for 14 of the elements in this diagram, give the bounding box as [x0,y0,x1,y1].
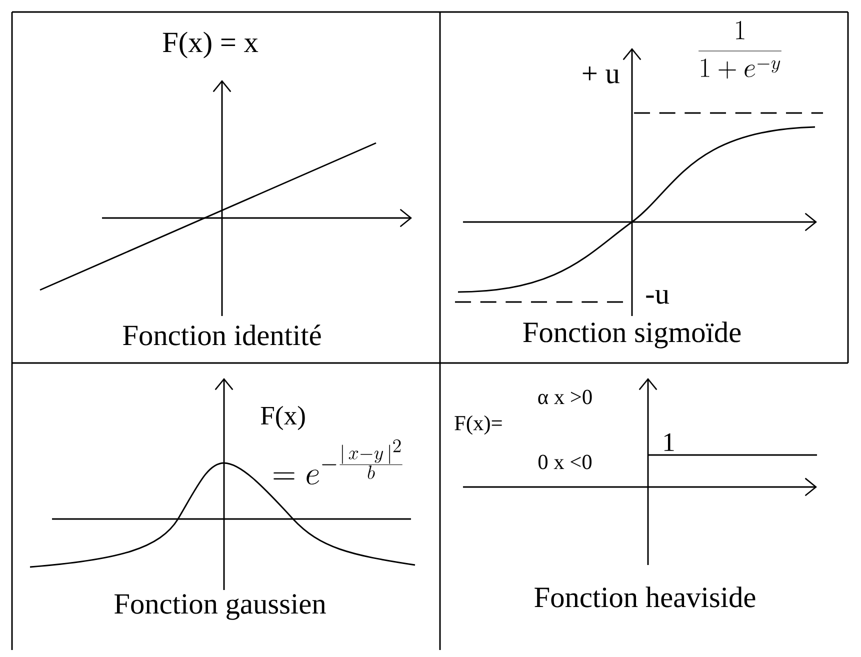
caption: Fonction sigmoïde [523,322,741,348]
formula: 0 x <0 [538,454,592,470]
axis-label: -u [646,290,670,304]
formula: F(x) = x [162,32,258,58]
formula: F(x) [260,406,305,430]
caption: Fonction gaussien [114,594,326,620]
formula: $\frac{1}{1+e^{-y}}$ [698,20,782,79]
formula: $= e^{-\frac{|\,x-y\,|^{2}}{b}}$ [274,439,402,485]
caption: Fonction identité [123,324,321,346]
formula: α x >0 [538,390,592,404]
caption: Fonction heaviside [534,586,756,608]
formula: F(x)= [454,415,502,435]
axis-label: 1 [664,433,674,451]
axis-label: + u [582,66,620,84]
